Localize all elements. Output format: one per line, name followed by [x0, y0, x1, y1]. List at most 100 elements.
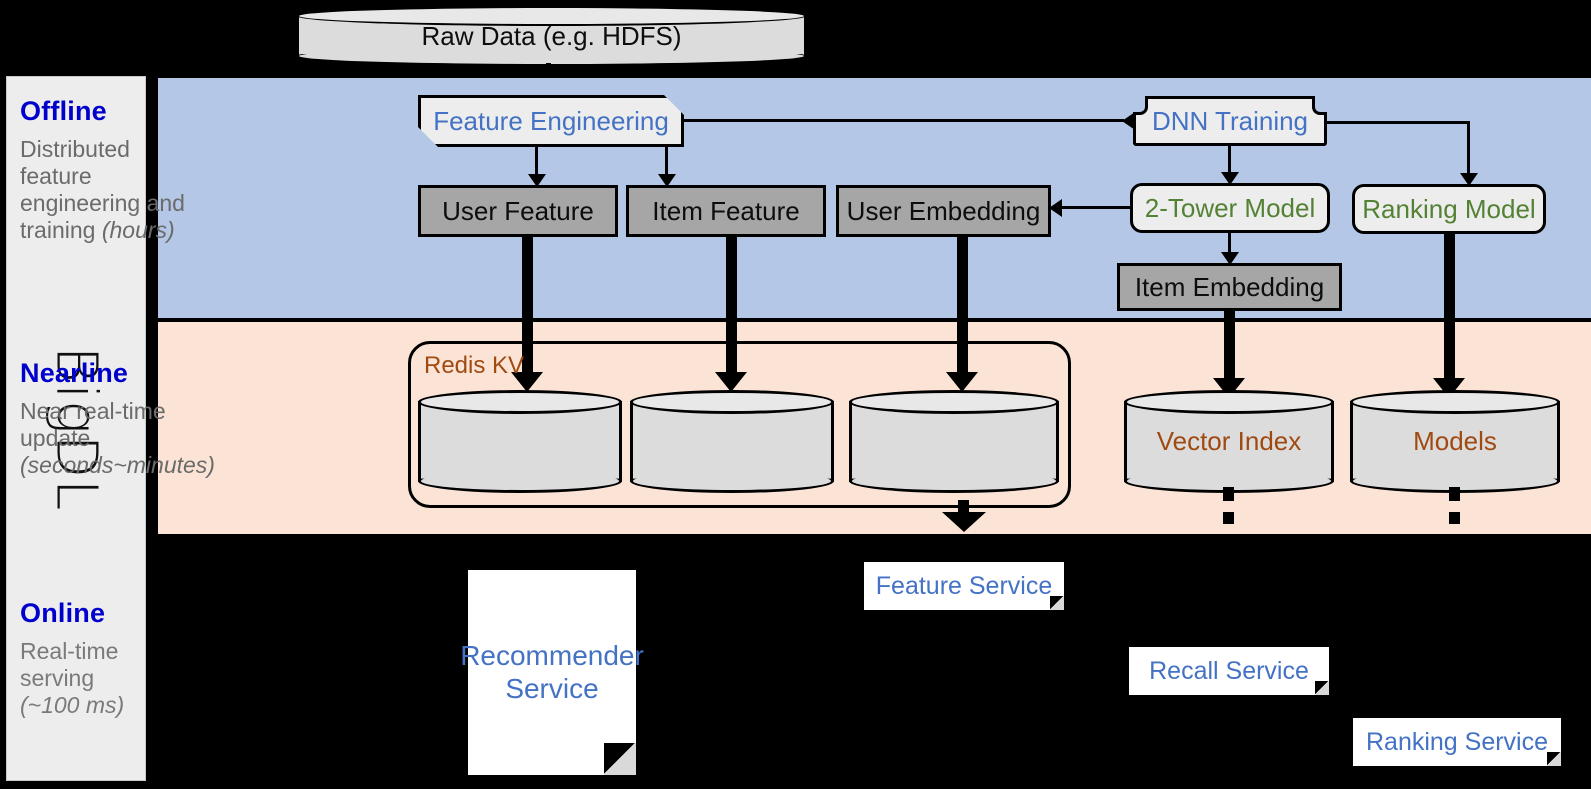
- nearline-band-header: Nearline Near real-time update (seconds~…: [20, 358, 255, 479]
- cylinder-top-icon: [849, 390, 1059, 414]
- nearline-sub-emph: (seconds~minutes): [20, 451, 215, 478]
- recall-service-label: Recall Service: [1149, 656, 1309, 685]
- recommender-service-card[interactable]: Recommender Service: [460, 570, 644, 775]
- vector-index-label: Vector Index: [1156, 426, 1302, 456]
- models-label: Models: [1413, 426, 1497, 456]
- ranking-service-label: Ranking Service: [1365, 727, 1549, 756]
- user-embedding-label: User Embedding: [846, 195, 1041, 226]
- edge-vectorindex-stub-1: [1223, 487, 1234, 501]
- arrowhead-redis-to-featureservice: [942, 512, 986, 532]
- arrowhead-fe-to-itemfeature: [658, 174, 676, 187]
- user-feature-label: User Feature: [442, 195, 594, 226]
- edge-itemfeature-to-store: [726, 237, 737, 382]
- offline-sub-l1: Distributed: [20, 136, 130, 162]
- edge-rawdata-to-fe: [546, 63, 551, 82]
- arrowhead-fe-to-userfeature: [528, 174, 546, 187]
- edge-twotower-to-itemembedding: [1228, 233, 1231, 260]
- arrowhead-dnn-to-twotower: [1221, 172, 1239, 185]
- user-embedding-node[interactable]: User Embedding: [836, 185, 1051, 237]
- online-band-header: Online Real-time serving (~100 ms): [20, 598, 255, 719]
- store-user-feature-label: [418, 390, 622, 493]
- user-feature-node[interactable]: User Feature: [418, 185, 618, 237]
- offline-sub-l3: engineering and: [20, 189, 185, 216]
- offline-sub-l4: training (hours): [20, 216, 175, 243]
- edge-fe-to-userfeature: [535, 147, 538, 180]
- online-sub-l2: serving: [20, 664, 95, 691]
- store-item-feature-label: [630, 390, 834, 493]
- feature-service-label: Feature Service: [875, 571, 1053, 600]
- recall-service-card[interactable]: Recall Service: [1129, 647, 1329, 695]
- edge-models-stub-1: [1449, 487, 1460, 501]
- arrowhead-dnn-to-ranking: [1460, 173, 1478, 186]
- edge-vectorindex-stub-2: [1223, 512, 1234, 524]
- redis-kv-label: Redis KV: [424, 352, 525, 379]
- ranking-service-card[interactable]: Ranking Service: [1353, 718, 1561, 766]
- edge-itemembedding-to-vectorindex: [1224, 311, 1235, 388]
- arrowhead-twotower-to-userembedding: [1049, 199, 1062, 217]
- arrowhead-fe-to-dnn: [1122, 112, 1135, 130]
- cylinder-body-icon: [1350, 401, 1560, 482]
- edge-dnn-to-twotower: [1228, 146, 1231, 178]
- raw-data-store: Raw Data (e.g. HDFS): [297, 6, 806, 66]
- store-user-embedding-label: [849, 390, 1059, 493]
- item-feature-label: Item Feature: [652, 195, 800, 226]
- dnn-training-label: DNN Training: [1151, 105, 1309, 136]
- cylinder-top-icon: [1350, 390, 1560, 414]
- recommender-service-label-l2: Service: [505, 672, 599, 704]
- offline-sub-emph: (hours): [101, 216, 175, 243]
- edge-models-stub-2: [1449, 512, 1460, 524]
- online-title: Online: [20, 598, 106, 628]
- online-sub-l1: Real-time: [20, 638, 119, 664]
- cylinder-top-icon: [418, 390, 622, 414]
- bigdl-label: BigDL: [43, 345, 109, 512]
- models-store: Models: [1350, 390, 1560, 493]
- edge-fe-to-itemfeature: [665, 147, 668, 180]
- ranking-model-node[interactable]: Ranking Model: [1352, 184, 1546, 234]
- two-tower-model-node[interactable]: 2-Tower Model: [1130, 183, 1330, 233]
- edge-dnn-to-ranking-h: [1327, 121, 1470, 124]
- store-user-embedding: [849, 390, 1059, 493]
- cylinder-body-icon: [1124, 401, 1334, 482]
- arrowhead-itemfeature-to-store: [715, 372, 747, 392]
- bigdl-framework-rail: BigDL: [6, 76, 146, 781]
- online-subtitle: Real-time serving (~100 ms): [20, 638, 255, 719]
- cylinder-body-icon: [418, 401, 622, 482]
- edge-userembedding-to-store: [957, 237, 968, 382]
- online-sub-emph: (~100 ms): [20, 691, 125, 718]
- cylinder-top-icon: [297, 6, 806, 26]
- edge-redis-to-featureservice-v: [958, 500, 969, 512]
- offline-sub-l2: feature: [20, 162, 92, 189]
- arrowhead-twotower-to-itemembedding: [1221, 252, 1239, 265]
- edge-fe-to-dnn: [684, 119, 1124, 122]
- two-tower-model-label: 2-Tower Model: [1144, 192, 1316, 223]
- vector-index-store: Vector Index: [1124, 390, 1334, 493]
- store-user-feature: [418, 390, 622, 493]
- edge-twotower-to-userembedding: [1060, 206, 1132, 209]
- cylinder-top-icon: [1124, 390, 1334, 414]
- recommender-service-label-l1: Recommender: [460, 640, 644, 672]
- nearline-sub-l2: update: [20, 424, 91, 451]
- item-feature-node[interactable]: Item Feature: [626, 185, 826, 237]
- redis-kv-container: [408, 341, 1071, 508]
- cylinder-top-icon: [630, 390, 834, 414]
- feature-engineering-label: Feature Engineering: [433, 105, 669, 136]
- offline-band-header: Offline Distributed feature engineering …: [20, 96, 255, 244]
- nearline-subtitle: Near real-time update (seconds~minutes): [20, 398, 255, 479]
- dnn-training-node[interactable]: DNN Training: [1133, 96, 1327, 146]
- offline-title: Offline: [20, 96, 107, 126]
- store-item-feature: [630, 390, 834, 493]
- cylinder-body-icon: [849, 401, 1059, 482]
- offline-subtitle: Distributed feature engineering and trai…: [20, 136, 255, 244]
- cylinder-body-icon: [630, 401, 834, 482]
- nearline-title: Nearline: [20, 358, 129, 388]
- ranking-model-label: Ranking Model: [1362, 193, 1536, 224]
- arrowhead-userembedding-to-store: [946, 372, 978, 392]
- feature-service-card[interactable]: Feature Service: [864, 562, 1064, 610]
- feature-engineering-node[interactable]: Feature Engineering: [418, 95, 684, 147]
- raw-data-label: Raw Data (e.g. HDFS): [421, 20, 682, 51]
- item-embedding-node[interactable]: Item Embedding: [1117, 263, 1342, 311]
- item-embedding-label: Item Embedding: [1134, 271, 1325, 302]
- edge-dnn-to-ranking-v: [1467, 121, 1470, 179]
- edge-userfeature-to-store: [522, 237, 533, 382]
